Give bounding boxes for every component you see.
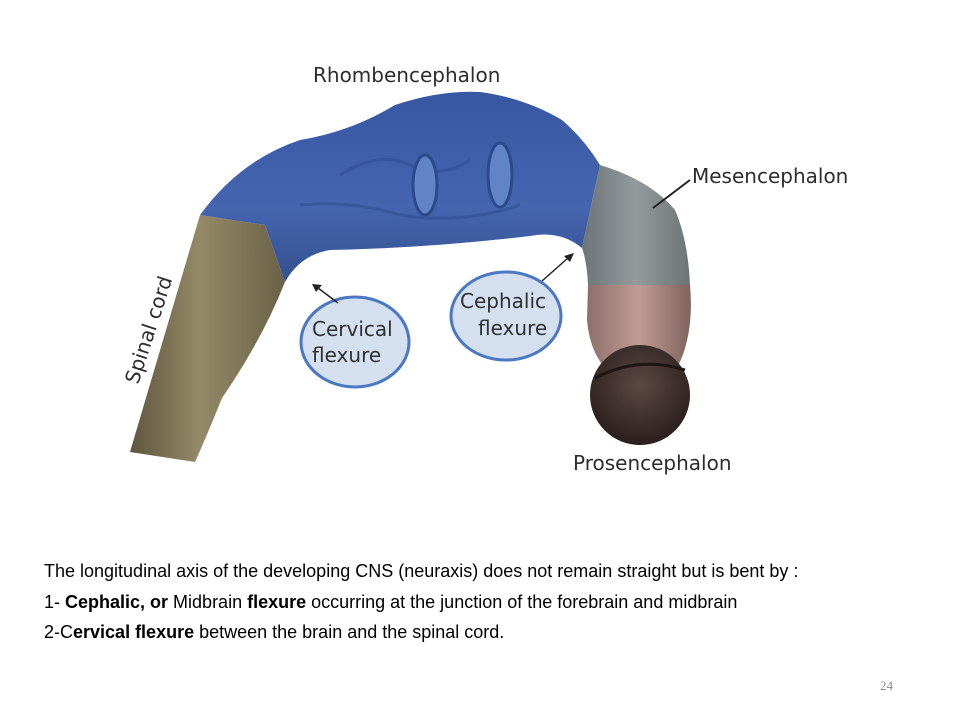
rhombencephalon-fold [339, 157, 471, 177]
rhombencephalon-fold [299, 202, 521, 220]
point-number: 2-C [44, 622, 74, 642]
description: between the brain and the spinal cord. [194, 622, 505, 642]
otic-vesicle-left [411, 153, 439, 217]
mesencephalon-segment [582, 165, 690, 285]
cap-rim [594, 362, 686, 380]
cephalic-flexure-label: Cephalic [460, 289, 546, 313]
cervical-arrow-head [312, 284, 322, 292]
term: Midbrain [168, 592, 248, 612]
cervical-arrow-line [317, 287, 339, 304]
rhombencephalon-segment [200, 91, 600, 282]
point-cephalic-flexure: 1- Cephalic, or Midbrain flexure occurri… [44, 591, 924, 614]
description: occurring at the junction of the forebra… [306, 592, 738, 612]
intro-paragraph: The longitudinal axis of the developing … [44, 561, 799, 581]
label-rhombencephalon: Rhombencephalon [313, 63, 500, 87]
label-prosencephalon: Prosencephalon [573, 451, 732, 475]
bold-term: flexure [247, 592, 307, 612]
cephalic-flexure-label: flexure [478, 316, 547, 340]
cephalic-flexure-callout [449, 270, 563, 362]
otic-vesicle-right [486, 141, 514, 209]
prosencephalon-cap [590, 345, 690, 445]
point-number: 1- [44, 592, 66, 612]
bold-term: ervical flexure [73, 622, 195, 642]
slide-body-text: The longitudinal axis of the developing … [44, 560, 924, 651]
cephalic-arrow-line [541, 257, 569, 282]
neural-tube-diagram: Rhombencephalon Mesencephalon Prosenceph… [120, 63, 848, 475]
spinal-cord-segment [130, 215, 285, 462]
cervical-flexure-label: flexure [312, 343, 381, 367]
page-number: 24 [880, 678, 893, 693]
cervical-flexure-label: Cervical [312, 317, 393, 341]
label-mesencephalon: Mesencephalon [692, 164, 848, 188]
cervical-flexure-callout [299, 295, 411, 389]
cephalic-arrow-head [564, 253, 574, 262]
mesencephalon-leader-line [652, 179, 691, 209]
point-cervical-flexure: 2-Cervical flexure between the brain and… [44, 621, 924, 644]
bold-term: Cephalic, or [65, 592, 169, 612]
